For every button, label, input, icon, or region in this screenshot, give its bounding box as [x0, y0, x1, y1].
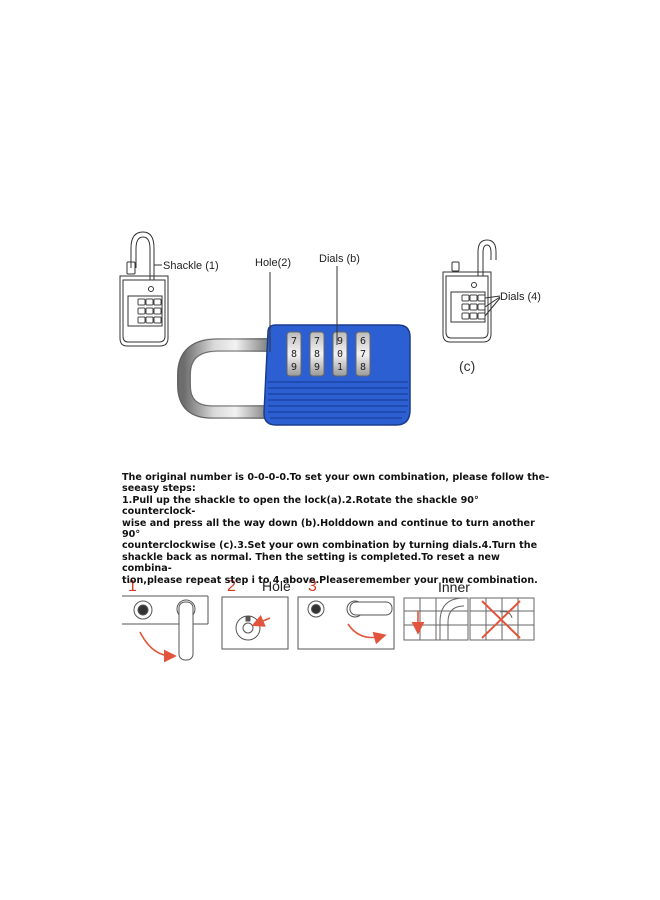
- inner-diagram-correct: [403, 597, 469, 641]
- dial-2-digit-top: 7: [314, 336, 320, 347]
- dial-2-digit-bottom: 9: [314, 362, 320, 373]
- dial-1-digit-top: 7: [291, 336, 297, 347]
- dial-1-digit-mid: 8: [291, 349, 297, 360]
- hole-label: Hole(2): [255, 257, 291, 269]
- dial-4-digit-top: 6: [360, 336, 366, 347]
- dials-label: Dials (b): [319, 253, 360, 265]
- inner-label: Inner: [438, 579, 470, 595]
- instructions-line: tion,please repeat step i to 4 above.Ple…: [122, 574, 538, 586]
- small-lock-left-sketch: [119, 231, 169, 347]
- instructions-line: shackle back as normal. Then the setting…: [122, 551, 500, 575]
- dial-3-digit-top: 9: [337, 336, 343, 347]
- instructions-line: wise and press all the way down (b).Hold…: [122, 517, 535, 541]
- step-3-number: 3: [308, 578, 317, 595]
- padlock-ribs: [268, 381, 408, 419]
- dial-4-digit-bottom: 8: [360, 362, 366, 373]
- instructions-line: The original number is 0-0-0-0.To set yo…: [122, 472, 550, 483]
- dial-3-digit-mid: 0: [337, 349, 343, 360]
- small-lock-right-sketch: [442, 239, 501, 343]
- inner-diagram-incorrect: [469, 597, 535, 641]
- step-1-number: 1: [128, 578, 137, 595]
- step-2-diagram: [221, 596, 289, 650]
- dial-1-digit-bottom: 9: [291, 362, 297, 373]
- instructions-line: counterclockwise (c).3.Set your own comb…: [122, 540, 538, 552]
- step-2-number: 2: [227, 578, 236, 595]
- step-1-diagram: [122, 595, 209, 663]
- c-label: (c): [459, 358, 475, 374]
- instructions-line: seeasy steps:: [122, 483, 196, 495]
- step-3-diagram: [297, 596, 395, 650]
- dial-2-digit-mid: 8: [314, 349, 320, 360]
- instructions-text: The original number is 0-0-0-0.To set yo…: [122, 472, 552, 586]
- main-padlock: 7 8 9 7 8 9 9 0 1 6 7 8: [177, 324, 411, 426]
- shackle-label: Shackle (1): [163, 260, 219, 272]
- step-2-hole-label: Hole: [262, 578, 291, 594]
- padlock-shackle: [177, 338, 270, 419]
- dial-3-digit-bottom: 1: [337, 362, 343, 373]
- dials-4-label: Dials (4): [500, 291, 541, 303]
- instructions-line: 1.Pull up the shackle to open the lock(a…: [122, 494, 479, 518]
- dial-4-digit-mid: 7: [360, 349, 366, 360]
